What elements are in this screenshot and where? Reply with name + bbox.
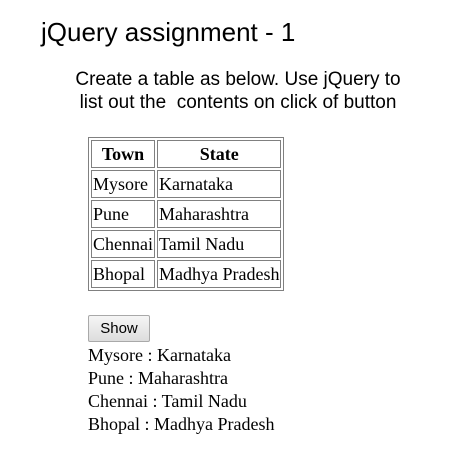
cell-state: Tamil Nadu [157,230,282,258]
cell-state: Maharashtra [157,200,282,228]
header-town: Town [91,140,155,168]
cell-town: Chennai [91,230,155,258]
table-row: Mysore Karnataka [91,170,282,198]
page-title: jQuery assignment - 1 [41,17,296,47]
instructions-text: Create a table as below. Use jQuery to l… [40,68,436,114]
cell-town: Mysore [91,170,155,198]
table-row: Bhopal Madhya Pradesh [91,260,282,288]
instructions-line: list out the contents on click of button [79,92,397,113]
table-row: Chennai Tamil Nadu [91,230,282,258]
header-state: State [157,140,282,168]
table-row: Pune Maharashtra [91,200,282,228]
table-header-row: Town State [91,140,282,168]
output-line: Chennai : Tamil Nadu [88,391,247,411]
show-button[interactable]: Show [88,315,150,342]
output-line: Mysore : Karnataka [88,345,231,365]
cell-town: Pune [91,200,155,228]
output-list: Mysore : Karnataka Pune : Maharashtra Ch… [88,344,274,436]
cell-town: Bhopal [91,260,155,288]
instructions-line: Create a table as below. Use jQuery to [75,69,401,90]
cell-state: Madhya Pradesh [157,260,282,288]
town-state-table: Town State Mysore Karnataka Pune Maharas… [88,137,285,291]
output-line: Pune : Maharashtra [88,368,228,388]
output-line: Bhopal : Madhya Pradesh [88,414,275,434]
cell-state: Karnataka [157,170,282,198]
